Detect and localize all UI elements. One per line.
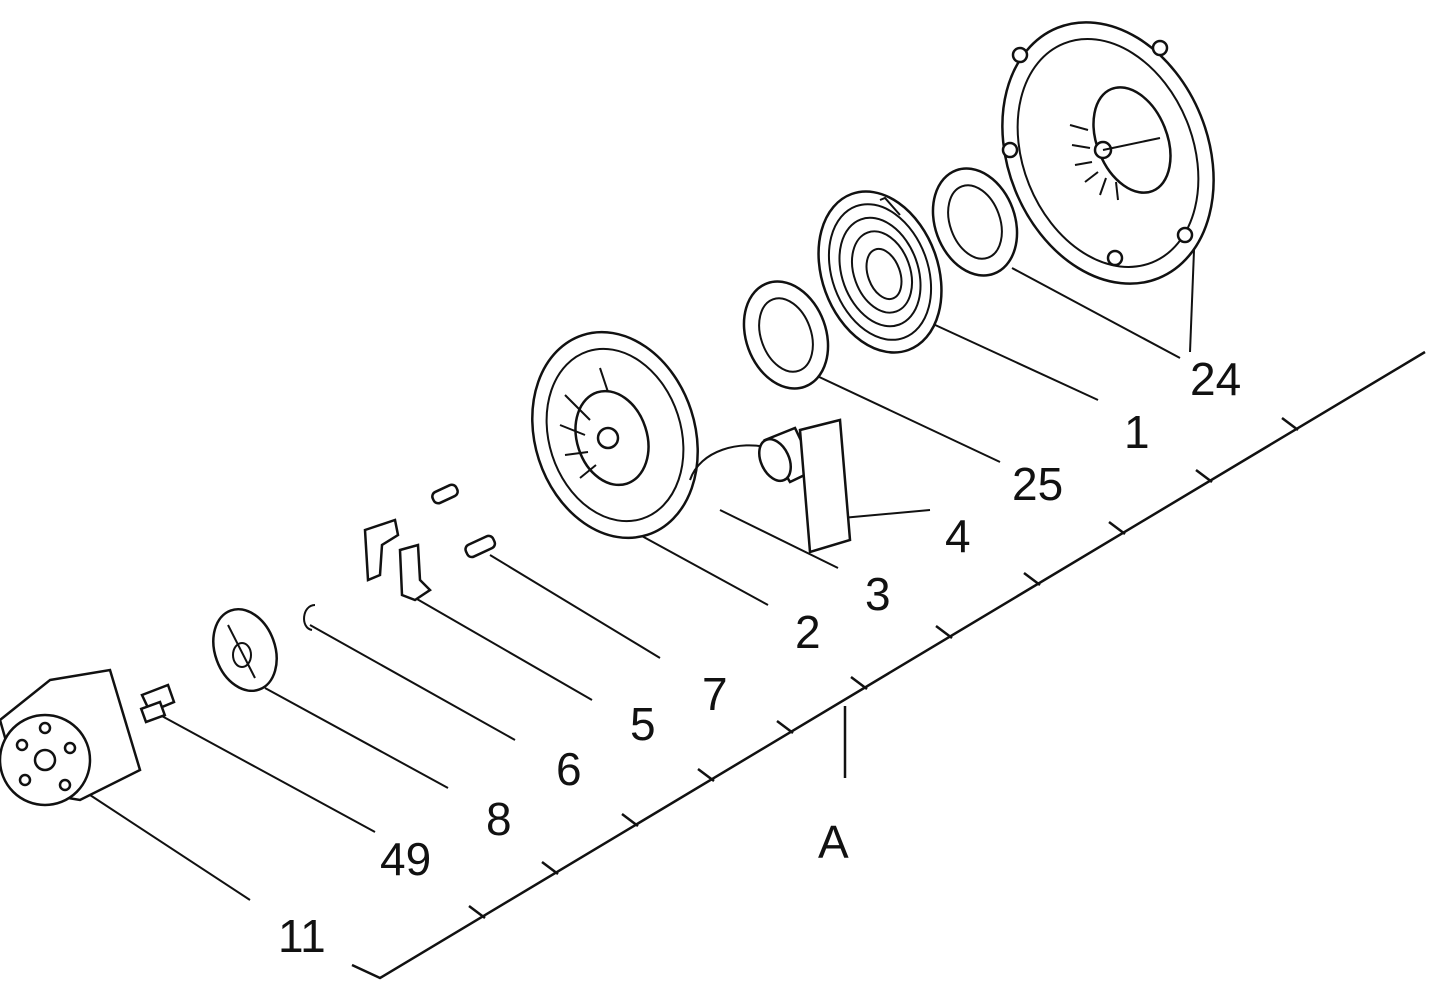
spring-part-7 [431, 483, 497, 559]
leader-lines [89, 224, 1196, 901]
pawl-part-5 [363, 518, 432, 602]
washer-part-25 [742, 280, 830, 390]
reference-baseline [351, 350, 1426, 980]
part-labels: 24 1 25 4 3 2 7 5 6 8 49 11 A [278, 353, 1241, 962]
circlip-part-6 [303, 604, 316, 631]
label-part-11: 11 [278, 910, 326, 962]
label-part-6: 6 [556, 743, 582, 795]
screw-part-49 [139, 683, 176, 724]
label-part-4: 4 [945, 510, 971, 562]
starter-grip-part-4 [758, 418, 852, 554]
rope-rotor-part-2 [531, 330, 699, 540]
reference-label-a: A [818, 816, 849, 868]
starter-rope-part-3 [689, 444, 771, 481]
carrier-disc-part-8 [212, 607, 278, 693]
label-part-8: 8 [486, 793, 512, 845]
washer-part-25-upper [931, 167, 1019, 277]
label-part-25: 25 [1012, 458, 1063, 510]
label-part-3: 3 [865, 568, 891, 620]
label-part-49: 49 [380, 833, 431, 885]
label-part-24: 24 [1190, 353, 1241, 405]
label-part-5: 5 [630, 698, 656, 750]
starter-cup-part-11 [0, 668, 142, 807]
label-part-7: 7 [702, 668, 728, 720]
rewind-spring-part-1 [817, 190, 943, 354]
label-part-1: 1 [1124, 406, 1150, 458]
label-part-2: 2 [795, 606, 821, 658]
starter-housing-part-24 [1001, 21, 1215, 285]
